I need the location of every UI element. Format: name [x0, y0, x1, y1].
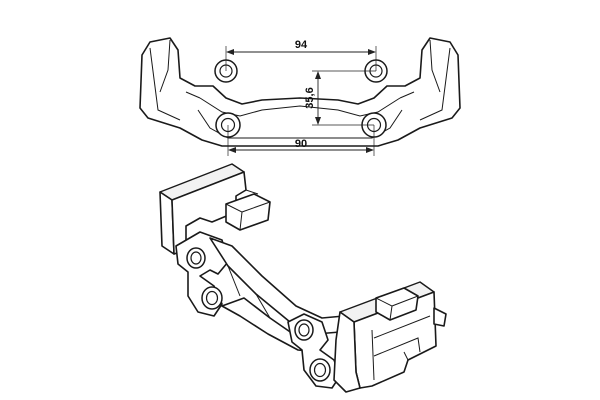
dimension-94: 94 — [225, 39, 377, 71]
front-view-left-ear-edge — [149, 47, 181, 121]
dimension-35-6-label: 35,6 — [304, 87, 316, 108]
dimension-94-label: 94 — [295, 39, 308, 51]
iso-right-tab — [433, 307, 447, 327]
dimension-90: 90 — [227, 125, 375, 156]
front-view: 94 35,6 90 — [139, 37, 461, 156]
iso-left-slot — [225, 193, 271, 231]
dimension-35-6: 35,6 — [304, 70, 376, 126]
iso-right-pad-front — [333, 311, 361, 393]
front-view-body — [139, 37, 461, 147]
iso-arm-top — [209, 237, 361, 335]
isometric-view — [159, 163, 447, 393]
front-view-right-ear-edge — [419, 47, 451, 121]
dimension-90-label: 90 — [295, 138, 307, 150]
